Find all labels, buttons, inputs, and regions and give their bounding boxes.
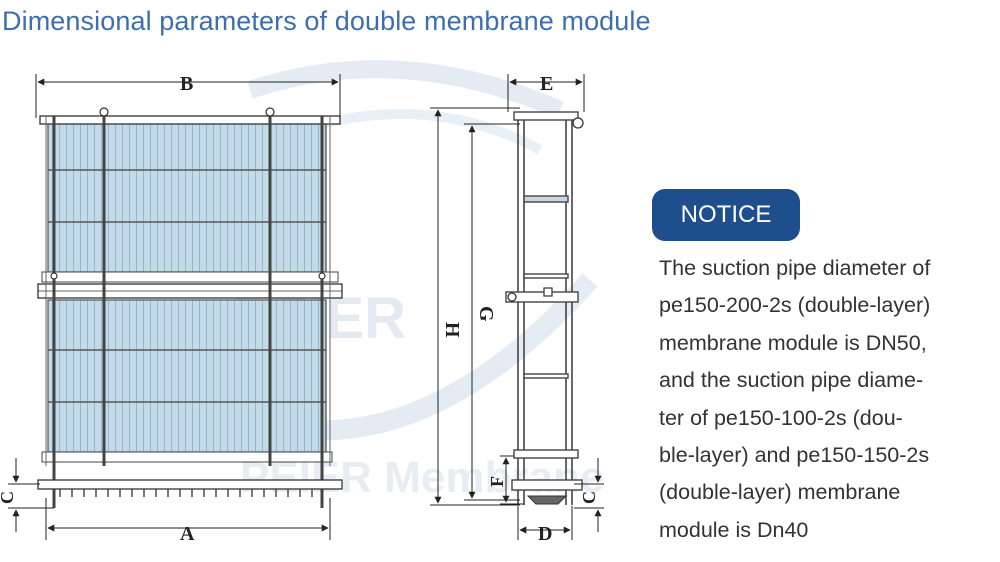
dim-label-d: D	[538, 523, 552, 545]
membrane-module-drawing: PEIER PEIER Membrane	[0, 60, 604, 545]
dim-label-c-left: C	[0, 491, 17, 504]
dim-label-f: F	[487, 476, 507, 487]
notice-text: The suction pipe diameter of pe150-200-2…	[659, 250, 979, 549]
lower-membrane-panel	[47, 299, 327, 453]
notice-line: pe150-200-2s (double-layer)	[659, 293, 931, 318]
dim-label-a: A	[180, 523, 195, 545]
notice-line: ble-layer) and pe150-150-2s	[659, 443, 930, 468]
notice-line: (double-layer) membrane	[659, 480, 901, 505]
notice-line: and the suction pipe diame-	[659, 368, 924, 393]
aeration-pipe	[37, 479, 343, 490]
side-view: E H G F D	[430, 73, 604, 545]
dim-label-e: E	[540, 73, 553, 95]
dim-label-c-right: C	[579, 491, 599, 504]
upper-membrane-panel	[47, 121, 327, 273]
dim-label-b: B	[180, 73, 193, 95]
notice-line: membrane module is DN50,	[659, 330, 927, 355]
front-view: B A C	[0, 73, 343, 545]
notice-line: The suction pipe diameter of	[659, 256, 931, 280]
page-title: Dimensional parameters of double membran…	[2, 6, 651, 36]
dim-label-h: H	[441, 322, 463, 338]
notice-badge: NOTICE	[652, 189, 800, 241]
notice-line: module is Dn40	[659, 517, 809, 542]
dim-label-g: G	[475, 306, 497, 322]
notice-line: ter of pe150-100-2s (dou-	[659, 405, 903, 430]
